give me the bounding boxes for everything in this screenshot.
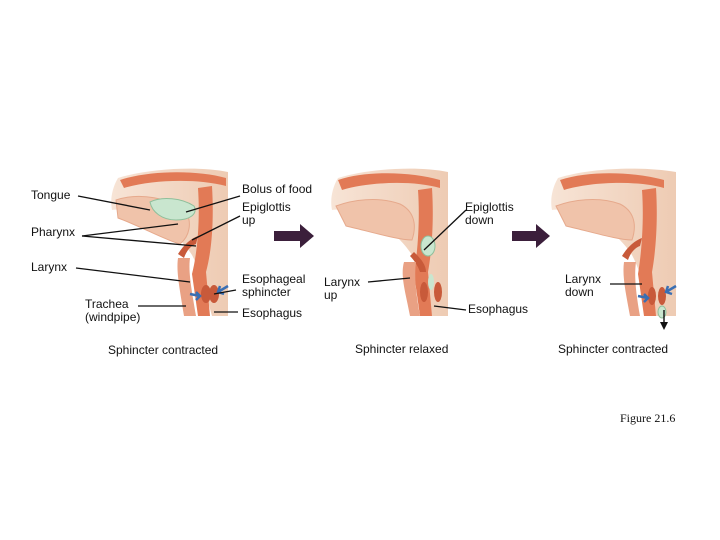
label-bolus: Bolus of food: [242, 183, 312, 196]
panel-1-anatomy: [111, 169, 228, 316]
label-pharynx: Pharynx: [31, 226, 75, 239]
sequence-arrow-2: [512, 224, 550, 248]
panel-3-anatomy: [551, 169, 676, 330]
sequence-arrow-1: [274, 224, 314, 248]
caption-panel-1: Sphincter contracted: [108, 344, 218, 357]
label-esophagus-1: Esophagus: [242, 307, 302, 320]
label-tongue: Tongue: [31, 189, 70, 202]
caption-panel-3: Sphincter contracted: [558, 343, 668, 356]
label-trachea: Trachea(windpipe): [85, 298, 140, 324]
label-larynx: Larynx: [31, 261, 67, 274]
figure-caption: Figure 21.6: [620, 411, 675, 426]
caption-panel-2: Sphincter relaxed: [355, 343, 448, 356]
label-esophagus-2: Esophagus: [468, 303, 528, 316]
